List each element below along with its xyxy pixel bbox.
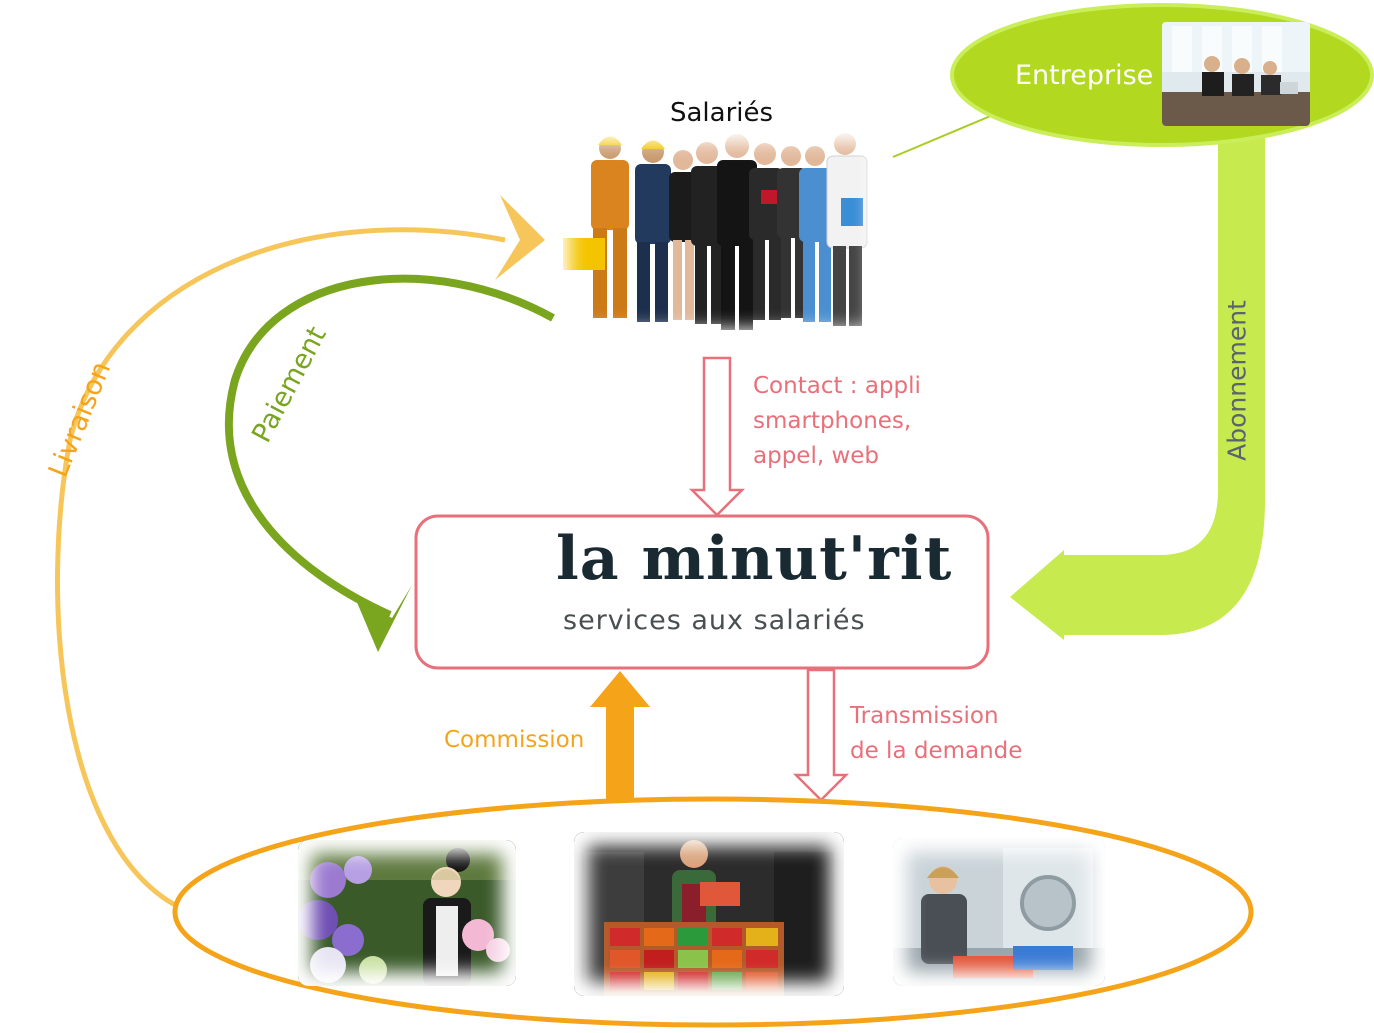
salaries-label: Salariés xyxy=(670,98,774,128)
grocer-photo xyxy=(574,832,844,996)
paiement-arrow xyxy=(224,274,555,619)
florist-photo xyxy=(298,840,516,986)
prestataires-node xyxy=(172,796,1254,1028)
contact-label-line3: appel, web xyxy=(753,443,880,469)
logo-tagline: services aux salariés xyxy=(563,605,866,636)
entreprise-connector xyxy=(892,111,1001,158)
laundry-photo xyxy=(893,838,1105,986)
livraison-arrow xyxy=(55,227,506,908)
la-minutrit-node xyxy=(414,514,990,670)
abonnement-label: Abonnement xyxy=(1222,300,1252,461)
entreprise-label: Entreprise xyxy=(1015,60,1154,91)
paiement-arrowhead xyxy=(356,585,412,652)
entreprise-meeting-photo xyxy=(1162,22,1310,126)
salaries-group-photo xyxy=(555,128,885,343)
commission-label: Commission xyxy=(444,727,585,753)
contact-label-line1: Contact : appli xyxy=(753,373,921,399)
abonnement-arrow xyxy=(1010,130,1265,640)
contact-arrow xyxy=(688,356,746,517)
transmission-arrow xyxy=(792,668,850,802)
transmission-label-line1: Transmission xyxy=(850,703,999,729)
logo-name: la minut'rit xyxy=(556,524,953,594)
contact-label-line2: smartphones, xyxy=(753,408,912,434)
livraison-arrowhead xyxy=(495,195,545,280)
transmission-label-line2: de la demande xyxy=(850,738,1023,764)
commission-arrow xyxy=(590,671,650,800)
